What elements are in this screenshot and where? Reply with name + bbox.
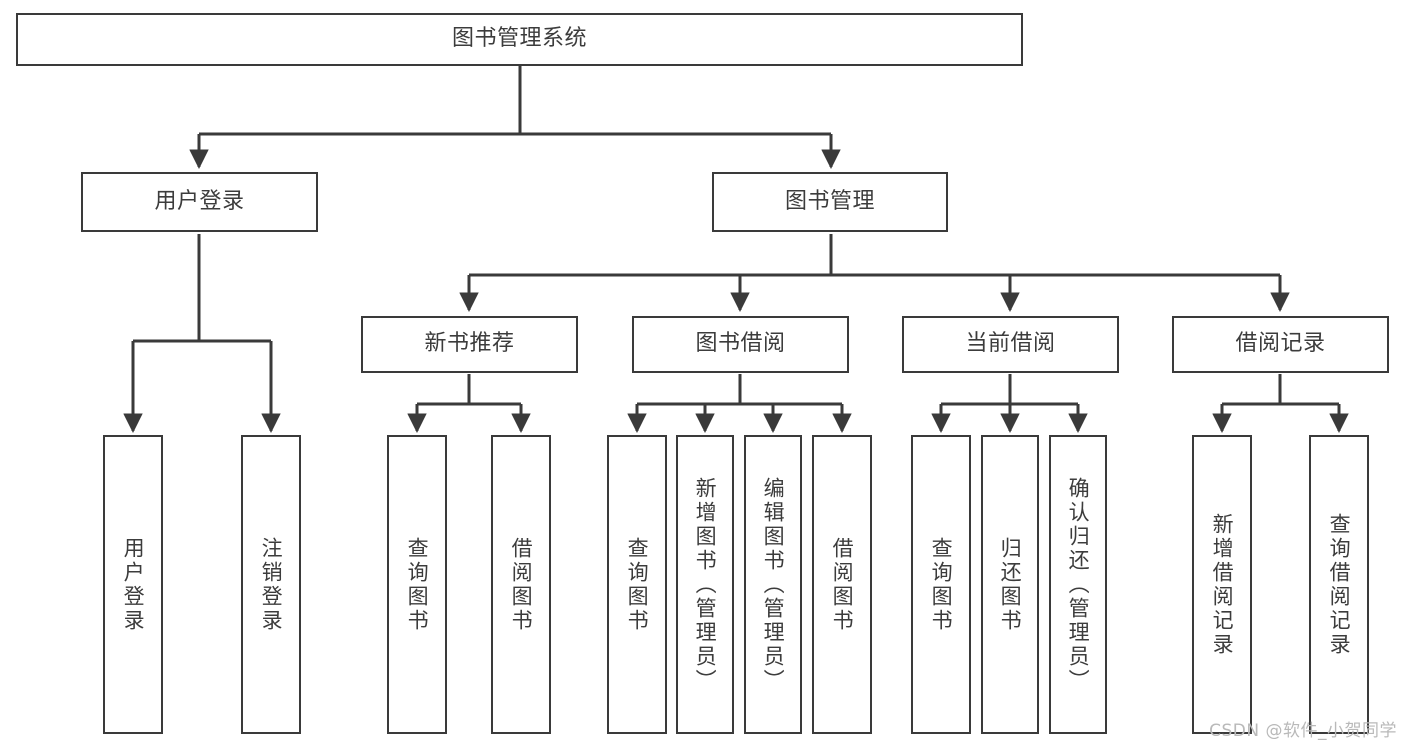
node-book-management-label: 图书管理: [784, 188, 875, 214]
leaf-user-login-login[interactable]: 用户登录: [103, 435, 163, 734]
node-root-label: 图书管理系统: [451, 26, 587, 52]
node-current-borrow-label: 当前借阅: [965, 331, 1056, 357]
leaf-new-book-borrow[interactable]: 借阅图书: [491, 435, 551, 734]
leaf-borrow-borrow-book[interactable]: 借阅图书: [812, 435, 872, 734]
leaf-user-login-logout[interactable]: 注销登录: [241, 435, 301, 734]
leaf-label: 用户登录: [121, 536, 146, 633]
leaf-label: 借阅图书: [830, 536, 855, 633]
leaf-label: 注销登录: [259, 536, 284, 633]
leaf-label: 编辑图书（管理员）: [761, 476, 786, 693]
node-current-borrow[interactable]: 当前借阅: [902, 316, 1119, 373]
leaf-label: 查询图书: [405, 536, 430, 633]
leaf-label: 借阅图书: [509, 536, 534, 633]
leaf-borrow-edit-book[interactable]: 编辑图书（管理员）: [744, 435, 802, 734]
node-new-book-recommend[interactable]: 新书推荐: [361, 316, 578, 373]
node-new-book-recommend-label: 新书推荐: [424, 331, 515, 357]
node-user-login[interactable]: 用户登录: [81, 172, 318, 232]
leaf-current-confirm-return[interactable]: 确认归还（管理员）: [1049, 435, 1107, 734]
leaf-label: 查询图书: [625, 536, 650, 633]
leaf-record-query[interactable]: 查询借阅记录: [1309, 435, 1369, 734]
leaf-label: 归还图书: [998, 536, 1023, 633]
leaf-current-query-book[interactable]: 查询图书: [911, 435, 971, 734]
leaf-label: 新增图书（管理员）: [693, 476, 718, 693]
node-borrow-record[interactable]: 借阅记录: [1172, 316, 1389, 373]
leaf-borrow-query-book[interactable]: 查询图书: [607, 435, 667, 734]
leaf-new-book-query[interactable]: 查询图书: [387, 435, 447, 734]
node-root[interactable]: 图书管理系统: [16, 13, 1023, 66]
leaf-record-add[interactable]: 新增借阅记录: [1192, 435, 1252, 734]
leaf-label: 查询借阅记录: [1327, 512, 1352, 657]
node-borrow-record-label: 借阅记录: [1235, 331, 1326, 357]
watermark: CSDN @软件_小贺同学: [1209, 721, 1397, 741]
node-book-borrow[interactable]: 图书借阅: [632, 316, 849, 373]
leaf-label: 新增借阅记录: [1210, 512, 1235, 657]
leaf-label: 查询图书: [929, 536, 954, 633]
leaf-current-return-book[interactable]: 归还图书: [981, 435, 1039, 734]
node-book-borrow-label: 图书借阅: [695, 331, 786, 357]
leaf-label: 确认归还（管理员）: [1066, 476, 1091, 693]
leaf-borrow-add-book[interactable]: 新增图书（管理员）: [676, 435, 734, 734]
node-book-management[interactable]: 图书管理: [712, 172, 948, 232]
node-user-login-label: 用户登录: [154, 188, 245, 214]
